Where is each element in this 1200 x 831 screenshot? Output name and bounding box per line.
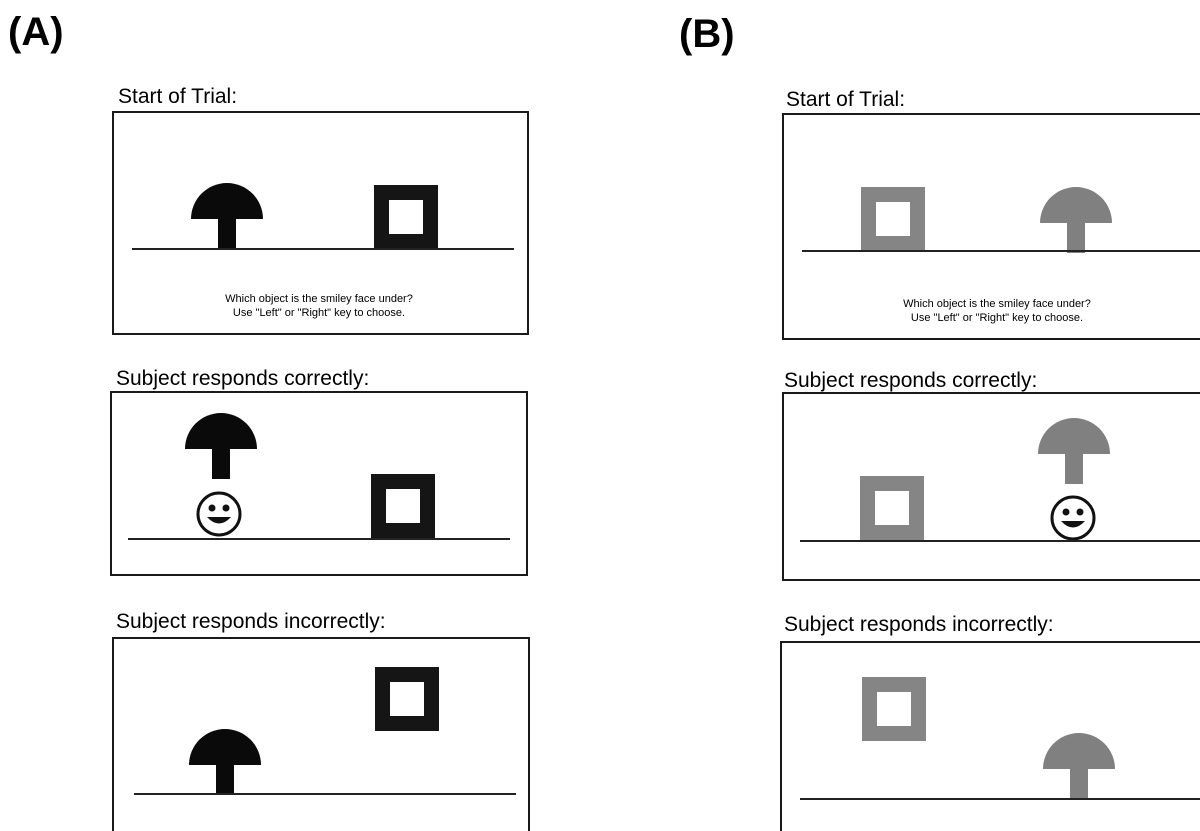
panel-b-start-frame: Which object is the smiley face under? U… — [782, 113, 1200, 340]
square-frame-shape-icon — [861, 187, 925, 251]
panel-b-incorrect-caption: Subject responds incorrectly: — [784, 613, 1054, 636]
ground-line — [132, 248, 514, 250]
ground-line — [134, 793, 516, 795]
panel-b-incorrect-frame — [780, 641, 1200, 831]
mushroom-shape-icon — [1040, 187, 1112, 253]
ground-line — [128, 538, 510, 540]
panel-a-incorrect-frame — [112, 637, 530, 831]
mushroom-shape-icon — [1038, 418, 1110, 484]
panel-b-correct-frame — [782, 392, 1200, 581]
prompt-line-1: Which object is the smiley face under? — [903, 298, 1091, 310]
panel-a-correct-frame — [110, 391, 528, 576]
ground-line — [802, 250, 1200, 252]
mushroom-shape-icon — [191, 183, 263, 249]
panel-a-label: (A) — [8, 10, 64, 54]
panel-a-incorrect-caption: Subject responds incorrectly: — [116, 610, 386, 633]
mushroom-shape-icon — [1043, 733, 1115, 799]
mushroom-shape-icon — [185, 413, 257, 479]
panel-b-start-caption: Start of Trial: — [786, 88, 906, 111]
panel-b-correct-caption: Subject responds correctly: — [784, 369, 1038, 392]
square-frame-shape-icon — [860, 476, 924, 540]
mushroom-shape-icon — [189, 729, 261, 795]
square-frame-shape-icon — [375, 667, 439, 731]
ground-line — [800, 798, 1200, 800]
prompt-line-1: Which object is the smiley face under? — [225, 293, 413, 305]
prompt-line-2: Use "Left" or "Right" key to choose. — [232, 307, 406, 319]
smiley-face-icon — [196, 491, 242, 537]
smiley-face-icon — [1050, 495, 1096, 541]
panel-a-correct-caption: Subject responds correctly: — [116, 367, 370, 390]
panel-b-label: (B) — [679, 12, 735, 56]
trial-prompt: Which object is the smiley face under? U… — [842, 297, 1152, 325]
prompt-line-2: Use "Left" or "Right" key to choose. — [910, 312, 1084, 324]
square-frame-shape-icon — [374, 185, 438, 249]
panel-a-start-frame: Which object is the smiley face under? U… — [112, 111, 529, 335]
square-frame-shape-icon — [371, 474, 435, 538]
panel-a-start-caption: Start of Trial: — [118, 85, 238, 108]
trial-prompt: Which object is the smiley face under? U… — [164, 292, 474, 320]
ground-line — [800, 540, 1200, 542]
square-frame-shape-icon — [862, 677, 926, 741]
